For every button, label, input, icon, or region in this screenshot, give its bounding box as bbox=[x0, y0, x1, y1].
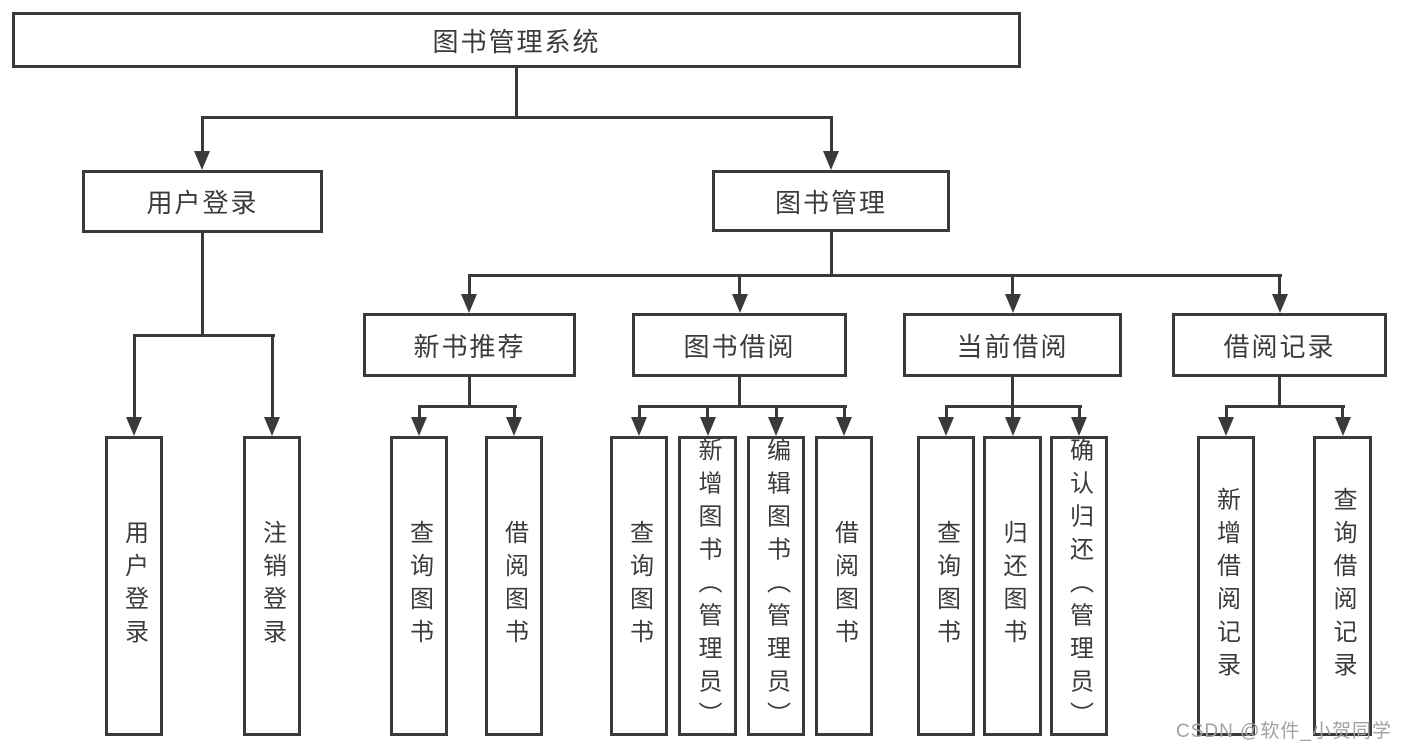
arrowhead-down-icon bbox=[1004, 417, 1021, 436]
connector-hline bbox=[200, 115, 833, 119]
node-label: 新增图书（管理员） bbox=[694, 437, 721, 735]
leaf-query-books-1: 查询图书 bbox=[390, 436, 448, 736]
leaf-edit-books-admin: 编辑图书（管理员） bbox=[747, 436, 805, 736]
arrowhead-down-icon bbox=[1218, 417, 1234, 436]
connector-arrow-stem bbox=[774, 406, 778, 419]
connector-vline bbox=[1278, 375, 1281, 407]
node-user-login: 用户登录 bbox=[82, 170, 323, 233]
arrowhead-down-icon bbox=[1004, 294, 1021, 313]
node-label: 图书借阅 bbox=[683, 331, 796, 362]
node-label: 查询图书 bbox=[405, 520, 433, 652]
connector-arrow-stem bbox=[829, 117, 833, 153]
leaf-query-books-3: 查询图书 bbox=[917, 436, 975, 736]
connector-hline bbox=[1224, 404, 1345, 408]
connector-arrow-stem bbox=[200, 117, 204, 153]
watermark: CSDN @软件_小贺同学 bbox=[1176, 721, 1392, 742]
node-book-management: 图书管理 bbox=[712, 170, 950, 232]
connector-arrow-stem bbox=[944, 406, 948, 419]
arrowhead-down-icon bbox=[836, 417, 852, 436]
leaf-confirm-return-admin: 确认归还（管理员） bbox=[1050, 436, 1108, 736]
node-label: 确认归还（管理员） bbox=[1065, 437, 1093, 735]
connector-hline bbox=[417, 404, 517, 408]
leaf-borrow-books-1: 借阅图书 bbox=[485, 436, 543, 736]
arrowhead-down-icon bbox=[1271, 294, 1288, 313]
arrowhead-down-icon bbox=[1334, 417, 1351, 436]
node-borrow-records: 借阅记录 bbox=[1172, 313, 1387, 377]
connector-arrow-stem bbox=[1278, 275, 1281, 296]
node-library-management-system: 图书管理系统 bbox=[12, 12, 1021, 68]
connector-arrow-stem bbox=[842, 406, 846, 419]
node-label: 新书推荐 bbox=[413, 331, 526, 362]
connector-arrow-stem bbox=[417, 406, 421, 419]
connector-hline bbox=[467, 273, 1282, 277]
node-current-borrow: 当前借阅 bbox=[903, 313, 1122, 377]
connector-vline bbox=[514, 66, 518, 119]
node-book-borrow: 图书借阅 bbox=[632, 313, 847, 377]
node-label: 归还图书 bbox=[999, 520, 1026, 652]
leaf-query-books-2: 查询图书 bbox=[610, 436, 668, 736]
leaf-borrow-books-2: 借阅图书 bbox=[815, 436, 873, 736]
connector-arrow-stem bbox=[738, 275, 741, 296]
connector-arrow-stem bbox=[132, 335, 136, 419]
node-label: 新增借阅记录 bbox=[1212, 487, 1240, 685]
connector-vline bbox=[467, 375, 471, 407]
arrowhead-down-icon bbox=[823, 151, 839, 170]
node-label: 借阅记录 bbox=[1223, 331, 1336, 362]
arrowhead-down-icon bbox=[506, 417, 522, 436]
connector-arrow-stem bbox=[1224, 406, 1228, 419]
node-label: 借阅图书 bbox=[500, 520, 528, 652]
connector-arrow-stem bbox=[512, 406, 516, 419]
node-label: 当前借阅 bbox=[956, 331, 1069, 362]
leaf-add-books-admin: 新增图书（管理员） bbox=[678, 436, 737, 736]
connector-arrow-stem bbox=[1011, 406, 1014, 419]
node-label: 查询图书 bbox=[625, 520, 653, 652]
leaf-add-borrow-record: 新增借阅记录 bbox=[1197, 436, 1255, 736]
arrowhead-down-icon bbox=[699, 417, 716, 436]
arrowhead-down-icon bbox=[631, 417, 647, 436]
arrowhead-down-icon bbox=[1071, 417, 1087, 436]
node-label: 图书管理 bbox=[774, 187, 887, 218]
arrowhead-down-icon bbox=[731, 294, 748, 313]
connector-arrow-stem bbox=[706, 406, 709, 419]
connector-arrow-stem bbox=[637, 406, 641, 419]
node-label: 查询图书 bbox=[932, 520, 960, 652]
leaf-user-login: 用户登录 bbox=[105, 436, 163, 736]
connector-vline bbox=[1011, 375, 1014, 407]
arrowhead-down-icon bbox=[938, 417, 954, 436]
connector-arrow-stem bbox=[1341, 406, 1344, 419]
connector-vline bbox=[200, 231, 204, 337]
connector-vline bbox=[738, 375, 741, 407]
node-label: 图书管理系统 bbox=[432, 26, 601, 57]
arrowhead-down-icon bbox=[768, 417, 784, 436]
arrowhead-down-icon bbox=[411, 417, 427, 436]
leaf-return-books: 归还图书 bbox=[983, 436, 1042, 736]
leaf-query-borrow-record: 查询借阅记录 bbox=[1313, 436, 1372, 736]
arrowhead-down-icon bbox=[264, 417, 280, 436]
connector-hline bbox=[637, 404, 847, 408]
connector-arrow-stem bbox=[1011, 275, 1014, 296]
node-new-book-recommend: 新书推荐 bbox=[363, 313, 576, 377]
leaf-logout: 注销登录 bbox=[243, 436, 301, 736]
node-label: 查询借阅记录 bbox=[1329, 487, 1356, 685]
node-label: 用户登录 bbox=[146, 188, 259, 218]
connector-arrow-stem bbox=[467, 275, 471, 296]
connector-vline bbox=[829, 230, 833, 277]
arrowhead-down-icon bbox=[194, 151, 210, 170]
node-label: 用户登录 bbox=[120, 520, 148, 652]
node-label: 注销登录 bbox=[258, 520, 286, 652]
node-label: 借阅图书 bbox=[830, 520, 858, 652]
connector-hline bbox=[132, 333, 275, 337]
connector-arrow-stem bbox=[270, 335, 274, 419]
arrowhead-down-icon bbox=[126, 417, 142, 436]
node-label: 编辑图书（管理员） bbox=[762, 437, 790, 735]
arrowhead-down-icon bbox=[461, 294, 477, 313]
connector-arrow-stem bbox=[1077, 406, 1081, 419]
